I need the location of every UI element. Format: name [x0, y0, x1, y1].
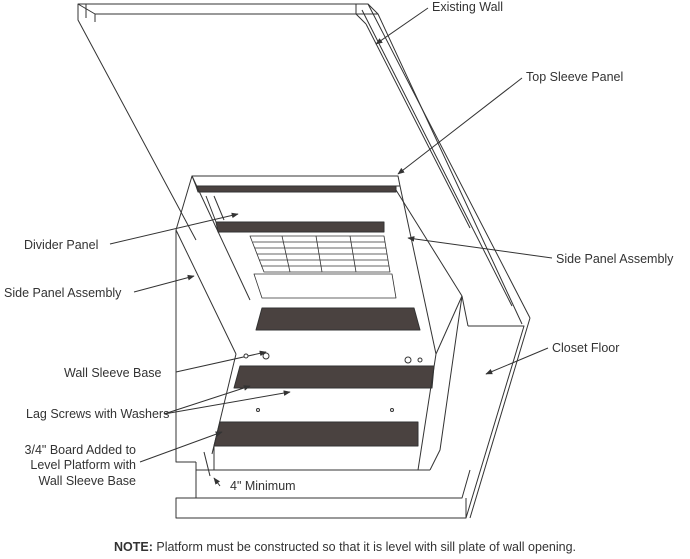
note-prefix: NOTE:: [113, 540, 153, 554]
closet-floor-label: Closet Floor: [552, 341, 620, 355]
board-label-line1: 3/4" Board Added to: [24, 443, 136, 457]
board-label-line2: Level Platform with: [30, 458, 136, 472]
lag-screws: [243, 352, 423, 412]
side-panel-assembly-left-label: Side Panel Assembly: [4, 286, 122, 300]
minimum-label: 4" Minimum: [230, 479, 296, 493]
divider-panel-label: Divider Panel: [24, 238, 99, 252]
dark-boards: [213, 307, 435, 447]
lag-screws-label: Lag Screws with Washers: [26, 407, 170, 421]
note-line: NOTE: Platform must be constructed so th…: [0, 540, 690, 554]
board-label-line3: Wall Sleeve Base: [38, 474, 137, 488]
wall-sleeve-base-label: Wall Sleeve Base: [64, 366, 162, 380]
platform: [175, 230, 531, 519]
existing-wall-label: Existing Wall: [432, 0, 504, 14]
leader-lines: [109, 7, 553, 487]
top-sleeve-panel-label: Top Sleeve Panel: [526, 70, 624, 84]
grille: [249, 235, 397, 299]
note-text: Platform must be constructed so that it …: [156, 540, 577, 554]
divider-panel: [205, 195, 385, 233]
existing-wall: [77, 3, 531, 325]
wall-sleeve-frame: [175, 175, 463, 355]
side-panel-assembly-right-label: Side Panel Assembly: [556, 252, 674, 266]
